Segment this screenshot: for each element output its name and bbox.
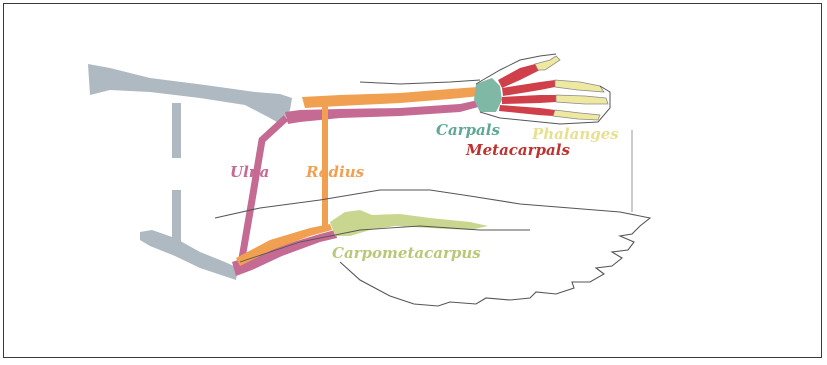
human-forearm-outline	[360, 80, 480, 84]
humerus-connector	[172, 103, 181, 247]
bird-radius	[236, 224, 332, 266]
human-metacarpals	[498, 64, 556, 116]
label-ulna: Ulna	[230, 163, 269, 181]
label-metacarpals: Metacarpals	[465, 141, 570, 159]
bird-carpometacarpus	[330, 210, 488, 236]
bird-humerus	[140, 230, 238, 280]
human-humerus	[88, 64, 292, 125]
label-carpometacarpus: Carpometacarpus	[332, 244, 481, 262]
label-radius: Radius	[305, 163, 365, 181]
label-carpals: Carpals	[436, 121, 500, 139]
